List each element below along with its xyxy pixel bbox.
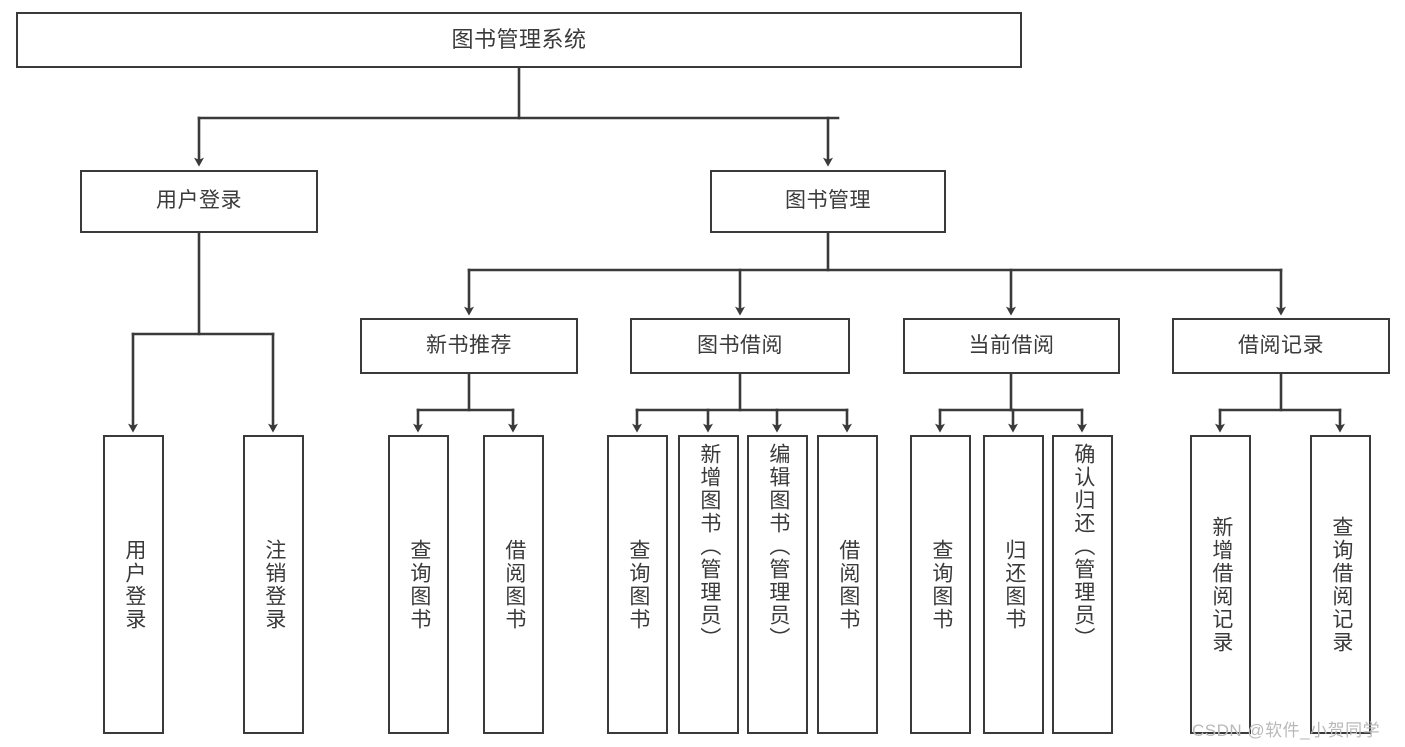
leaf-records-add-record-label: 新增借阅记录 bbox=[1209, 515, 1233, 654]
leaf-borrow-edit-book-admin-label: 编辑图书（管理员） bbox=[766, 443, 790, 650]
leaf-borrow-edit-book-admin[interactable]: 编辑图书（管理员） bbox=[747, 435, 808, 734]
leaf-borrow-add-book-admin[interactable]: 新增图书（管理员） bbox=[678, 435, 739, 734]
node-current-borrow-label: 当前借阅 bbox=[968, 333, 1055, 357]
node-new-book-recommend-label: 新书推荐 bbox=[426, 333, 512, 357]
leaf-user-logout[interactable]: 注销登录 bbox=[243, 435, 304, 734]
leaf-newbook-query-book[interactable]: 查询图书 bbox=[388, 435, 449, 734]
leaf-current-query-book[interactable]: 查询图书 bbox=[910, 435, 971, 734]
leaf-newbook-borrow-book[interactable]: 借阅图书 bbox=[483, 435, 544, 734]
node-root[interactable]: 图书管理系统 bbox=[16, 12, 1022, 68]
node-borrow-records-label: 借阅记录 bbox=[1238, 333, 1324, 357]
node-current-borrow[interactable]: 当前借阅 bbox=[903, 318, 1120, 374]
leaf-user-login-label: 用户登录 bbox=[122, 538, 146, 631]
leaf-records-query-record[interactable]: 查询借阅记录 bbox=[1310, 435, 1371, 734]
leaf-borrow-add-book-admin-label: 新增图书（管理员） bbox=[697, 443, 721, 650]
leaf-borrow-lend-book[interactable]: 借阅图书 bbox=[817, 435, 878, 734]
node-user-login-label: 用户登录 bbox=[156, 189, 242, 213]
node-book-management-label: 图书管理 bbox=[785, 189, 871, 213]
leaf-records-add-record[interactable]: 新增借阅记录 bbox=[1190, 435, 1251, 734]
leaf-records-query-record-label: 查询借阅记录 bbox=[1329, 515, 1353, 654]
leaf-user-logout-label: 注销登录 bbox=[262, 538, 286, 631]
leaf-current-return-book-label: 归还图书 bbox=[1002, 538, 1026, 631]
leaf-borrow-lend-book-label: 借阅图书 bbox=[836, 538, 860, 631]
node-borrow-records[interactable]: 借阅记录 bbox=[1172, 318, 1390, 374]
node-book-management[interactable]: 图书管理 bbox=[710, 170, 946, 233]
leaf-current-query-book-label: 查询图书 bbox=[929, 538, 953, 631]
node-user-login[interactable]: 用户登录 bbox=[80, 170, 318, 233]
leaf-current-return-book[interactable]: 归还图书 bbox=[983, 435, 1044, 734]
leaf-borrow-query-book[interactable]: 查询图书 bbox=[607, 435, 668, 734]
leaf-current-confirm-return-admin-label: 确认归还（管理员） bbox=[1071, 443, 1095, 650]
leaf-user-login[interactable]: 用户登录 bbox=[103, 435, 164, 734]
node-root-label: 图书管理系统 bbox=[451, 27, 587, 53]
node-new-book-recommend[interactable]: 新书推荐 bbox=[360, 318, 578, 374]
leaf-newbook-query-book-label: 查询图书 bbox=[407, 538, 431, 631]
watermark: CSDN @软件_小贺同学 bbox=[1192, 721, 1381, 740]
leaf-borrow-query-book-label: 查询图书 bbox=[626, 538, 650, 631]
leaf-current-confirm-return-admin[interactable]: 确认归还（管理员） bbox=[1052, 435, 1113, 734]
node-book-borrow[interactable]: 图书借阅 bbox=[630, 318, 850, 374]
leaf-newbook-borrow-book-label: 借阅图书 bbox=[502, 538, 526, 631]
node-book-borrow-label: 图书借阅 bbox=[697, 333, 783, 357]
